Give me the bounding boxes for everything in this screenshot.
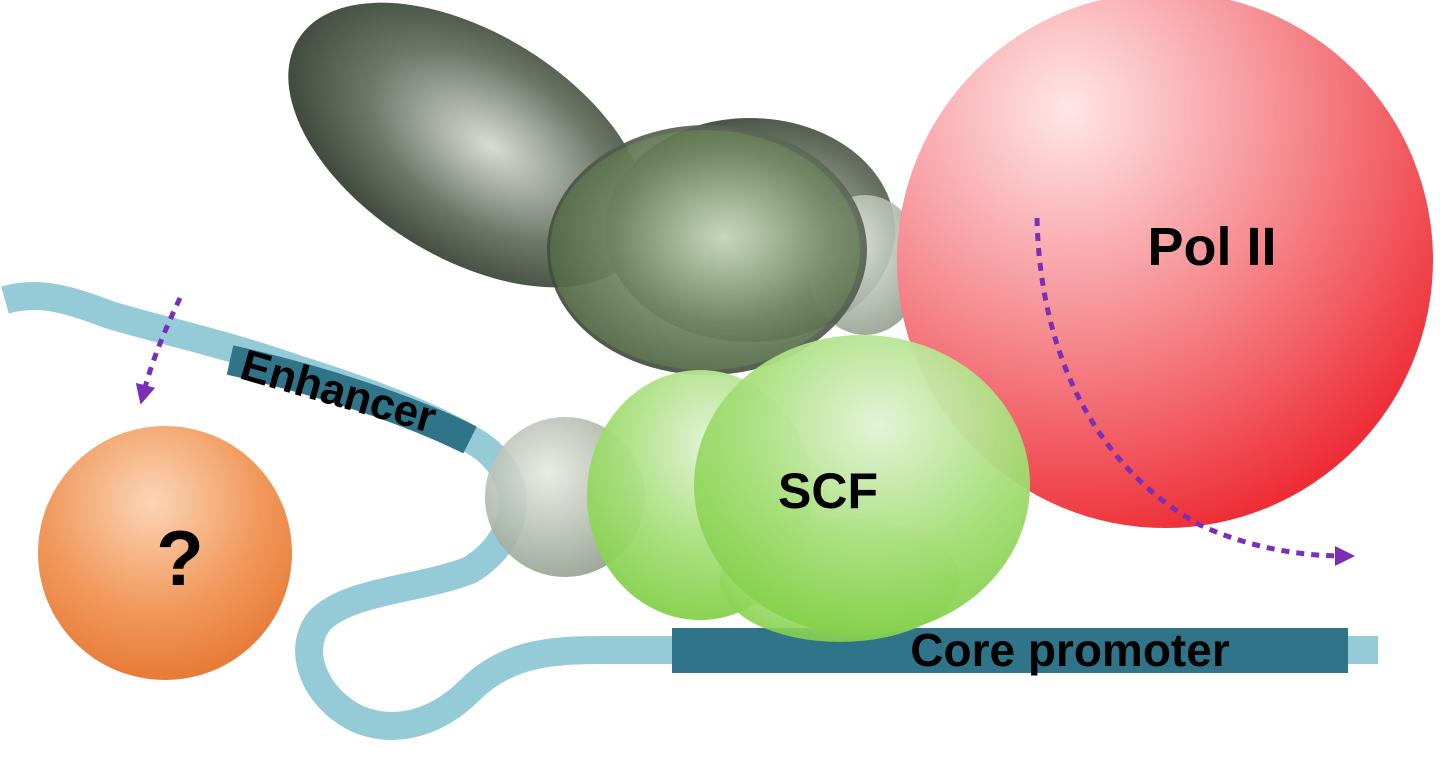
scf-subunit-main xyxy=(694,335,1030,635)
green-tint-overlay xyxy=(550,130,860,370)
core-promoter-region xyxy=(672,628,1348,673)
unknown-factor-label: ? xyxy=(156,514,204,602)
pol2-label: Pol II xyxy=(1147,217,1276,277)
scf-label: SCF xyxy=(778,463,878,519)
core-promoter-label: Core promoter xyxy=(910,624,1230,676)
enhancer-label: Enhancer xyxy=(235,341,441,443)
unknown-factor-sphere xyxy=(38,426,292,680)
dark-subunit-front xyxy=(547,125,867,375)
enhancer-arrow xyxy=(135,296,183,405)
enhancer-region xyxy=(226,345,477,454)
pol2-sphere xyxy=(897,0,1433,528)
dna-strand xyxy=(1,281,1378,740)
transcription-arrow xyxy=(1034,217,1355,566)
